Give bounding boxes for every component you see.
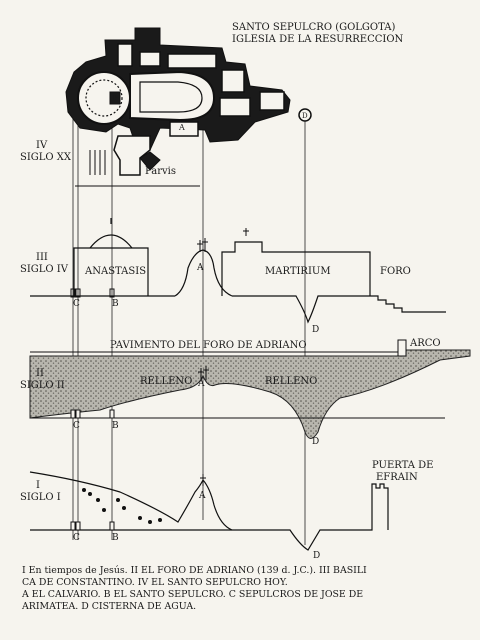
parvis-label: Parvis <box>145 166 176 177</box>
terrain-section-i <box>29 471 389 551</box>
calvary-marker-i: A <box>198 491 206 501</box>
puerta-label-1: PUERTA DE <box>372 460 433 471</box>
caption-line-2: CA DE CONSTANTINO. IV EL SANTO SEPULCRO … <box>22 577 288 588</box>
tomb-marker-c-iii: C <box>73 299 80 309</box>
relleno-left-label: RELLENO <box>140 376 192 387</box>
period-i-label: SIGLO I <box>20 492 61 503</box>
plan-marker-d: D <box>302 112 308 120</box>
tomb-marker-b-i: B <box>112 533 119 543</box>
tombs-i <box>70 521 115 531</box>
plan-marker-a: A <box>178 123 185 132</box>
period-iv-label: SIGLO XX <box>20 152 72 163</box>
period-ii-label: SIGLO II <box>20 380 65 391</box>
period-i-numeral: I <box>36 480 40 491</box>
forum-section <box>29 339 471 439</box>
cross-i <box>200 474 206 486</box>
martirium-label: MARTIRIUM <box>265 266 331 277</box>
church-floor-plan <box>65 27 312 187</box>
cistern-marker-iii: D <box>312 325 319 335</box>
foro-label: FORO <box>380 266 411 277</box>
title-line-1: SANTO SEPULCRO (GOLGOTA) <box>232 22 395 33</box>
basilica-section <box>30 218 446 324</box>
period-ii-numeral: II <box>36 368 44 379</box>
pavimento-label: PAVIMENTO DEL FORO DE ADRIANO <box>110 340 307 351</box>
cistern-marker-i: D <box>313 551 320 561</box>
tomb-marker-c-i: C <box>73 533 80 543</box>
vertical-guides <box>72 110 306 545</box>
calvary-marker-iii: A <box>196 263 204 273</box>
period-iii-label: SIGLO IV <box>20 264 69 275</box>
cross-iii <box>197 228 249 252</box>
arco-label: ARCO <box>409 338 441 349</box>
caption-line-3: A EL CALVARIO. B EL SANTO SEPULCRO. C SE… <box>22 589 364 600</box>
caption-line-4: ARIMATEA. D CISTERNA DE AGUA. <box>22 601 197 612</box>
tombs-ii <box>70 409 115 419</box>
trees-i <box>82 488 162 524</box>
tomb-marker-b-iii: B <box>112 299 119 309</box>
relleno-right-label: RELLENO <box>265 376 317 387</box>
calvary-marker-ii: A <box>197 379 205 389</box>
puerta-label-2: EFRAIN <box>376 472 418 483</box>
cistern-marker-ii: D <box>312 437 319 447</box>
period-iii-numeral: III <box>36 252 48 263</box>
period-iv-numeral: IV <box>36 140 48 151</box>
caption-line-1: I En tiempos de Jesús. II EL FORO DE ADR… <box>22 565 367 576</box>
caption: I En tiempos de Jesús. II EL FORO DE ADR… <box>22 565 467 613</box>
tomb-marker-b-ii: B <box>112 421 119 431</box>
plan-marker-b: B <box>112 94 117 102</box>
tombs-iii <box>70 288 115 298</box>
cross-ii <box>198 366 209 380</box>
tomb-marker-c-ii: C <box>73 421 80 431</box>
title-line-2: IGLESIA DE LA RESURRECCION <box>232 34 404 45</box>
anastasis-label: ANASTASIS <box>84 266 146 277</box>
